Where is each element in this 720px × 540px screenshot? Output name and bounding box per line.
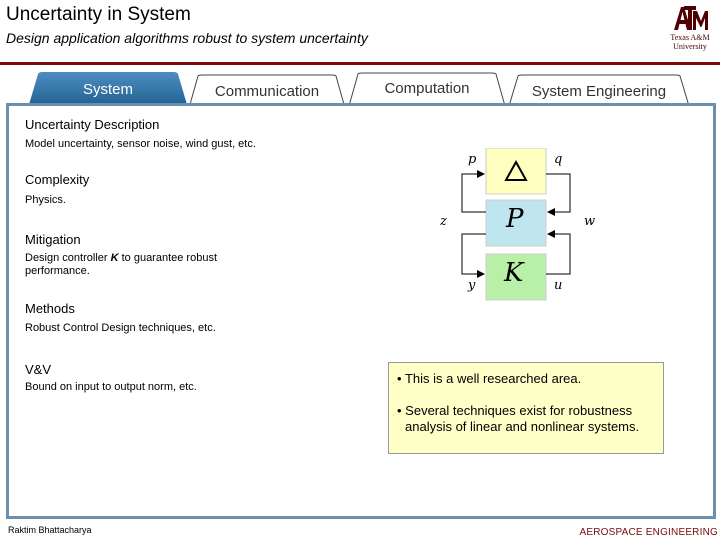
section-uncertainty-heading: Uncertainty Description — [25, 117, 160, 132]
label-w: w — [584, 214, 596, 229]
header-rule — [0, 62, 720, 65]
tab-system-engineering[interactable]: System Engineering — [508, 74, 690, 110]
controller-block — [485, 253, 547, 301]
footer-author: Raktim Bhattacharya — [8, 525, 92, 535]
atm-monogram-icon — [671, 4, 709, 32]
mitigation-controller-symbol: K — [110, 252, 119, 264]
tab-system-label: System — [82, 81, 133, 98]
delta-triangle-icon — [504, 159, 528, 181]
label-z: z — [440, 214, 447, 229]
section-complexity-body: Physics. — [25, 194, 66, 206]
block-plant-text: P — [506, 204, 524, 234]
tab-communication-label: Communication — [214, 83, 320, 100]
note-item: • This is a well researched area. — [397, 371, 582, 386]
mitigation-text-post: to guarantee robust performance. — [25, 252, 218, 277]
section-vv-body: Bound on input to output norm, etc. — [25, 381, 197, 393]
section-mitigation-heading: Mitigation — [25, 232, 81, 247]
section-vv-heading: V&V — [25, 362, 52, 377]
tab-computation[interactable]: Computation — [348, 72, 506, 108]
tab-computation-label: Computation — [384, 80, 470, 97]
university-logo: Texas A&M University — [664, 3, 716, 55]
section-methods-body: Robust Control Design techniques, etc. — [25, 322, 216, 334]
label-y: y — [468, 278, 476, 293]
page-subtitle: Design application algorithms robust to … — [6, 30, 368, 46]
plant-block — [485, 199, 547, 247]
block-diagram-svg — [461, 147, 571, 301]
section-mitigation-body: Design controller K to guarantee robust … — [25, 252, 255, 278]
label-p: p — [468, 152, 477, 167]
note-item-2-text: Several techniques exist for robustness … — [405, 403, 640, 434]
section-uncertainty-body: Model uncertainty, sensor noise, wind gu… — [25, 138, 256, 150]
tab-system-engineering-label: System Engineering — [531, 83, 667, 100]
logo-line-2: University — [673, 42, 707, 51]
note-box: • This is a well researched area. • Seve… — [388, 362, 664, 454]
section-complexity-heading: Complexity — [25, 172, 90, 187]
section-methods-heading: Methods — [25, 301, 75, 316]
tab-system[interactable]: System — [28, 72, 188, 108]
label-u: u — [554, 278, 563, 293]
mitigation-text-pre: Design controller — [25, 252, 111, 264]
page-title: Uncertainty in System — [6, 4, 191, 25]
footer-department: AEROSPACE ENGINEERING — [579, 527, 718, 538]
note-item: • Several techniques exist for robustnes… — [397, 403, 640, 434]
tab-communication[interactable]: Communication — [188, 74, 346, 110]
note-item-1-text: This is a well researched area. — [404, 371, 582, 386]
block-controller-text: K — [504, 258, 524, 288]
delta-block — [485, 147, 547, 195]
label-q: q — [554, 152, 563, 167]
logo-line-1: Texas A&M — [670, 33, 710, 42]
block-diagram: △ P K p q z w y u — [430, 147, 610, 302]
